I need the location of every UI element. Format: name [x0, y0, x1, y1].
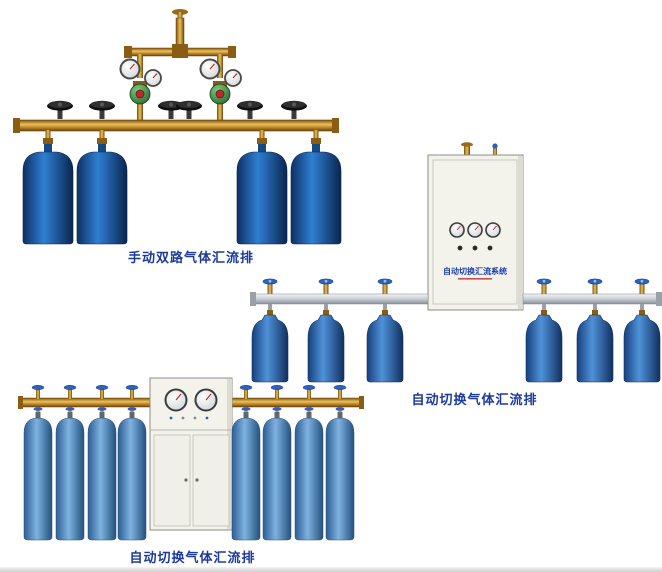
cabinet-knob — [487, 245, 493, 251]
main-manifold-pipe — [13, 118, 339, 133]
gas-cylinder — [22, 129, 74, 245]
blue-valve-handwheel — [536, 278, 552, 295]
cabinet-knob — [457, 245, 463, 251]
cabinet-knob — [472, 245, 478, 251]
blue-valve-handwheel — [270, 385, 284, 400]
blue-valve-handwheel — [63, 385, 77, 400]
header-tee-pipe — [124, 44, 236, 58]
gas-cylinder — [87, 406, 117, 541]
cabinet-sublabel-line — [458, 278, 492, 280]
top-inlet-valve — [172, 9, 188, 51]
blue-valve-handwheel — [333, 385, 347, 400]
blue-valve-handwheel — [31, 385, 45, 400]
indicator-light — [205, 416, 209, 420]
auto-switch-manifold-illustration: 自动切换汇流系统 — [250, 142, 662, 383]
pressure-regulator-left — [119, 53, 162, 123]
indicator-light — [193, 416, 197, 420]
product-caption-auto-switch-bottom: 自动切换气体汇流排 — [129, 550, 256, 565]
gas-cylinder — [325, 406, 355, 541]
cabinet-door-left — [153, 434, 191, 527]
valve-handwheel — [237, 100, 263, 119]
manual-double-manifold-illustration — [13, 9, 342, 245]
blue-valve-handwheel — [302, 385, 316, 400]
control-cabinet: 自动切换汇流系统 — [427, 154, 524, 311]
blue-valve-handwheel — [262, 278, 278, 295]
cabinet-door-right — [192, 434, 230, 527]
pressure-regulator-right — [199, 53, 242, 123]
gas-cylinder — [251, 303, 289, 383]
valve-handwheel — [176, 100, 202, 119]
product-caption-auto-switch-right: 自动切换气体汇流排 — [411, 392, 538, 407]
page-bottom-edge — [0, 567, 662, 572]
manifold-pipe — [250, 292, 662, 306]
indicator-light — [169, 416, 173, 420]
blue-valve-handwheel — [95, 385, 109, 400]
gas-cylinder — [23, 406, 53, 541]
valve-handwheel — [47, 100, 73, 119]
gas-cylinder — [294, 406, 324, 541]
door-handle — [195, 478, 199, 482]
gas-cylinder — [623, 303, 661, 383]
blue-valve-handwheel — [377, 278, 393, 295]
gauge-cabinet — [149, 377, 233, 531]
gas-cylinder — [76, 129, 128, 245]
cabinet-top-pipes — [461, 142, 498, 156]
cabinet-label: 自动切换汇流系统 — [443, 266, 507, 276]
valve-handwheel — [281, 100, 307, 119]
gas-cylinder — [576, 303, 614, 383]
gas-cylinder — [55, 406, 85, 541]
product-caption-manual-double: 手动双路气体汇流排 — [127, 250, 254, 265]
blue-valve-handwheel — [125, 385, 139, 400]
gas-cylinder — [525, 303, 563, 383]
blue-valve-handwheel — [587, 278, 603, 295]
valve-handwheel — [89, 100, 115, 119]
auto-switch-gauge-manifold-illustration — [18, 377, 364, 541]
gas-cylinder — [307, 303, 345, 383]
indicator-light — [181, 416, 185, 420]
gas-cylinder — [366, 303, 404, 383]
blue-valve-handwheel — [634, 278, 650, 295]
blue-valve-handwheel — [318, 278, 334, 295]
gas-cylinder — [117, 406, 147, 541]
blue-valve-handwheel — [239, 385, 253, 400]
gas-cylinder — [231, 406, 261, 541]
gas-cylinder — [262, 406, 292, 541]
door-handle — [184, 478, 188, 482]
